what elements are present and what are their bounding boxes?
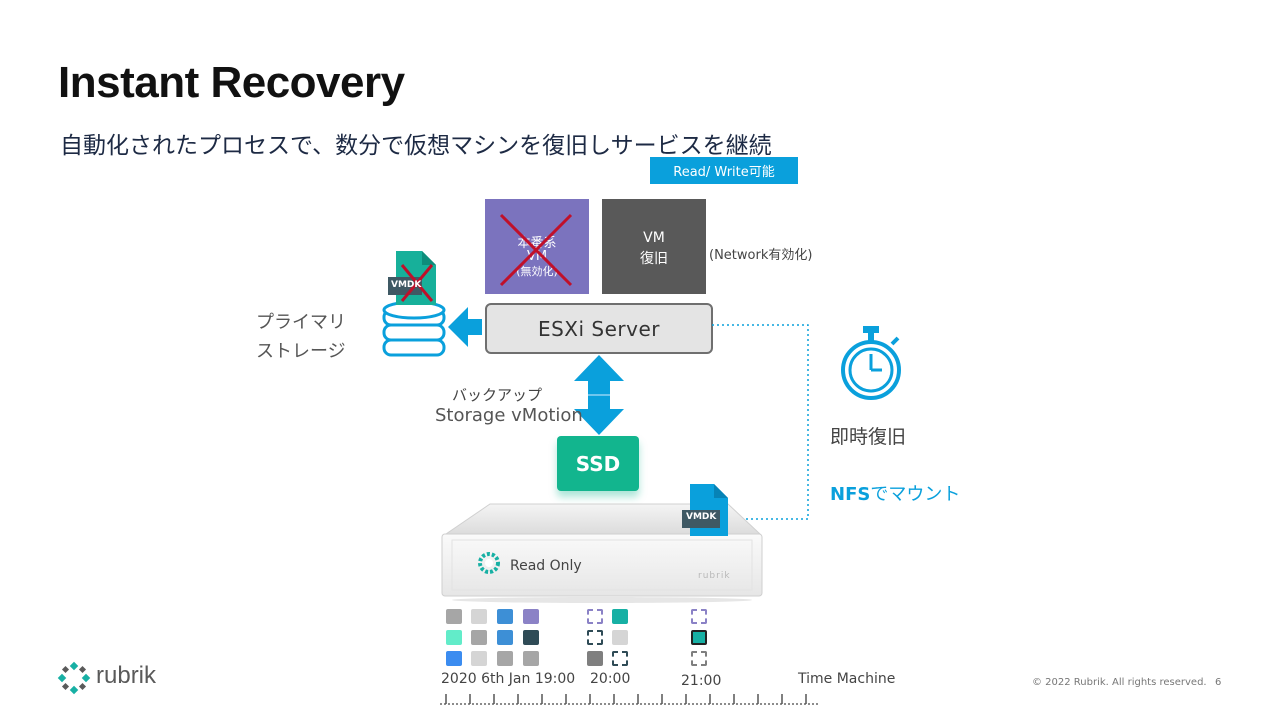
snapshot-square — [523, 651, 539, 666]
footer-brand: rubrik — [96, 662, 157, 689]
snapshot-square — [497, 630, 513, 645]
recovered-vm-box: VM 復旧 — [602, 199, 706, 294]
snapshot-square — [612, 630, 628, 645]
page-number: 6 — [1215, 677, 1222, 688]
snapshot-square — [471, 609, 487, 624]
nfs-bold-label: NFS — [830, 484, 871, 505]
snapshot-square-empty — [587, 630, 603, 645]
snapshot-square — [446, 630, 462, 645]
snapshot-square — [523, 630, 539, 645]
primary-vmdk-label: VMDK — [391, 280, 422, 290]
timeline-date-label: 2020 6th Jan 19:00 — [441, 671, 576, 687]
snapshot-square — [446, 609, 462, 624]
primary-storage-line-2: ストレージ — [256, 341, 346, 362]
copyright: © 2022 Rubrik. All rights reserved. — [1032, 677, 1207, 688]
snapshot-square — [612, 609, 628, 624]
nfs-mount-label: NFSでマウント — [830, 480, 960, 506]
snapshot-square — [691, 630, 707, 645]
snapshot-square — [471, 630, 487, 645]
esxi-server-box: ESXi Server — [485, 303, 713, 354]
timeline-2100-label: 21:00 — [681, 673, 722, 689]
read-write-badge: Read/ Write可能 — [650, 157, 798, 184]
backup-label: バックアップ — [452, 386, 543, 404]
disabled-x-icon — [499, 213, 573, 287]
vertical-double-arrow-icon — [574, 355, 624, 435]
snapshot-square-empty — [612, 651, 628, 666]
snapshot-square — [523, 609, 539, 624]
snapshot-square-empty — [691, 651, 707, 666]
page-title: Instant Recovery — [58, 58, 405, 107]
timeline-2000-label: 20:00 — [590, 671, 631, 687]
primary-storage-line-1: プライマリ — [256, 312, 346, 333]
production-vm-label-3: (無効化) — [516, 265, 558, 278]
database-icon — [382, 300, 446, 357]
rubrik-appliance — [441, 503, 763, 603]
left-arrow-icon — [448, 307, 482, 347]
snapshot-square — [471, 651, 487, 666]
appliance-brand-label: rubrik — [698, 571, 731, 581]
rubrik-logo-icon — [57, 661, 91, 695]
snapshot-square-empty — [587, 609, 603, 624]
snapshot-square — [497, 609, 513, 624]
recovered-vm-label-2: 復旧 — [640, 251, 668, 267]
appliance-vmdk-label: VMDK — [686, 512, 717, 522]
primary-storage-label: プライマリ ストレージ — [256, 308, 346, 366]
primary-vmdk-file-icon — [388, 251, 436, 305]
appliance-vmdk-file-icon — [682, 484, 728, 536]
time-machine-label: Time Machine — [798, 671, 896, 687]
snapshot-square — [446, 651, 462, 666]
ssd-block: SSD — [557, 436, 639, 491]
page-subtitle: 自動化されたプロセスで、数分で仮想マシンを復旧しサービスを継続 — [60, 133, 772, 159]
recovered-vm-label-1: VM — [643, 230, 665, 246]
instant-recovery-label: 即時復旧 — [830, 426, 907, 448]
network-enabled-note: (Network有効化) — [709, 248, 813, 263]
snapshot-square — [497, 651, 513, 666]
production-vm-box: 本番系 VM (無効化) — [485, 199, 589, 294]
snapshot-square-empty — [691, 609, 707, 624]
nfs-rest-label: でマウント — [870, 484, 961, 505]
rubrik-gear-logo-icon — [478, 552, 500, 574]
snapshot-square — [587, 651, 603, 666]
storage-vmotion-label: Storage vMotion — [435, 405, 583, 426]
read-only-label: Read Only — [510, 558, 582, 574]
stopwatch-icon — [841, 326, 901, 400]
